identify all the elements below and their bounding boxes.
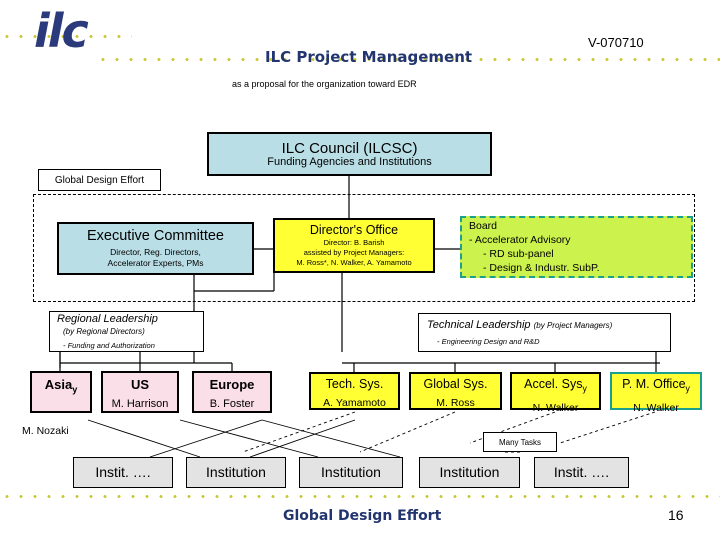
executive-committee-title: Executive Committee <box>87 228 224 244</box>
institution-box-3[interactable]: Institution <box>299 457 403 488</box>
ilc-logo: ilc <box>34 4 89 58</box>
system-tech-sys-label: Tech. Sys. <box>325 377 384 391</box>
board-line2: - Accelerator Advisory <box>469 234 571 246</box>
institution-3-label: Institution <box>321 464 381 480</box>
many-tasks-label: Many Tasks <box>483 432 557 452</box>
regional-leadership-box[interactable]: Regional Leadership (by Regional Directo… <box>49 311 204 352</box>
system-global-sys-person: M. Ross <box>436 397 475 409</box>
system-box-accel-sys[interactable]: Accel. Sysy N. Walker <box>510 372 601 414</box>
directors-office-line3: M. Ross*, N. Walker, A. Yamamoto <box>296 258 412 267</box>
page-number: 16 <box>668 507 684 523</box>
global-design-effort-region <box>33 194 695 302</box>
system-accel-sys-name: Accel. Sys <box>524 377 583 391</box>
page-title: ILC Project Management <box>265 48 473 66</box>
directors-office-line1: Director: B. Barish <box>323 238 385 247</box>
region-box-us[interactable]: US M. Harrison <box>101 371 179 413</box>
board-line4: - Design & Industr. SubP. <box>483 262 600 274</box>
system-accel-sys-person: N. Walker <box>532 401 579 414</box>
system-global-sys-label: Global Sys. <box>423 377 488 391</box>
footer-title: Global Design Effort <box>283 508 442 524</box>
directors-office-title: Director's Office <box>309 223 399 237</box>
institution-box-4[interactable]: Institution <box>419 457 520 488</box>
ilc-council-title: ILC Council (ILCSC) <box>281 140 418 157</box>
region-asia-sub: y <box>72 384 78 395</box>
region-asia-person: M. Nozaki <box>22 425 69 437</box>
system-pm-office-sub: y <box>685 383 690 394</box>
institution-box-2[interactable]: Institution <box>186 457 286 488</box>
region-box-asia[interactable]: Asiay <box>30 371 92 413</box>
regional-leadership-bullet: - Funding and Authorization <box>63 340 155 350</box>
institution-1-label: Instit. …. <box>95 464 151 480</box>
top-dotted-rule-right <box>96 58 720 61</box>
technical-leadership-title: Technical Leadership <box>427 318 531 331</box>
institution-box-5[interactable]: Instit. …. <box>534 457 629 488</box>
system-box-tech-sys[interactable]: Tech. Sys. A. Yamamoto <box>309 372 400 410</box>
institution-2-label: Institution <box>206 464 266 480</box>
ilc-council-subtitle: Funding Agencies and Institutions <box>267 156 432 168</box>
board-box[interactable]: Board - Accelerator Advisory - RD sub-pa… <box>460 216 693 278</box>
technical-leadership-heading: Technical Leadership (by Project Manager… <box>427 319 612 332</box>
institution-4-label: Institution <box>439 464 500 480</box>
directors-office-line2: assisted by Project Managers: <box>303 248 405 257</box>
region-us-label: US <box>130 377 150 392</box>
system-box-pm-office[interactable]: P. M. Officey N. Walker <box>610 372 702 414</box>
ilc-council-box[interactable]: ILC Council (ILCSC) Funding Agencies and… <box>207 132 492 176</box>
executive-committee-box[interactable]: Executive Committee Director, Reg. Direc… <box>57 222 254 275</box>
region-box-europe[interactable]: Europe B. Foster <box>192 371 272 413</box>
institution-5-label: Instit. …. <box>553 464 610 480</box>
board-line3: - RD sub-panel <box>483 248 554 260</box>
region-asia-label: Asiay <box>45 376 78 399</box>
regional-leadership-subtitle: (by Regional Directors) <box>63 326 145 336</box>
region-europe-label: Europe <box>209 377 255 392</box>
system-pm-office-label: P. M. Officey <box>622 376 690 398</box>
technical-leadership-bullet: - Engineering Design and R&D <box>437 336 540 346</box>
page-subtitle: as a proposal for the organization towar… <box>232 79 417 89</box>
region-europe-person: B. Foster <box>209 398 255 410</box>
technical-leadership-box[interactable]: Technical Leadership (by Project Manager… <box>418 313 671 352</box>
footer-dotted-rule <box>0 495 720 498</box>
system-pm-office-person: N. Walker <box>633 401 679 414</box>
system-box-global-sys[interactable]: Global Sys. M. Ross <box>409 372 502 410</box>
executive-committee-line2: Accelerator Experts, PMs <box>107 258 204 268</box>
executive-committee-line1: Director, Reg. Directors, <box>110 247 201 257</box>
system-accel-sys-sub: y <box>582 383 587 394</box>
directors-office-box[interactable]: Director's Office Director: B. Barish as… <box>273 218 435 273</box>
region-asia-name: Asia <box>44 377 73 392</box>
system-accel-sys-label: Accel. Sysy <box>524 376 587 398</box>
version-label: V-070710 <box>588 35 644 50</box>
region-us-person: M. Harrison <box>111 398 169 410</box>
board-line1: Board <box>469 220 498 232</box>
technical-leadership-subtitle: (by Project Managers) <box>533 320 613 330</box>
institution-box-1[interactable]: Instit. …. <box>73 457 173 488</box>
system-pm-office-name: P. M. Office <box>622 377 686 391</box>
regional-leadership-title: Regional Leadership <box>57 312 158 325</box>
system-tech-sys-person: A. Yamamoto <box>323 397 386 409</box>
top-dotted-rule-left <box>0 35 132 38</box>
global-design-effort-label: Global Design Effort <box>38 169 161 191</box>
